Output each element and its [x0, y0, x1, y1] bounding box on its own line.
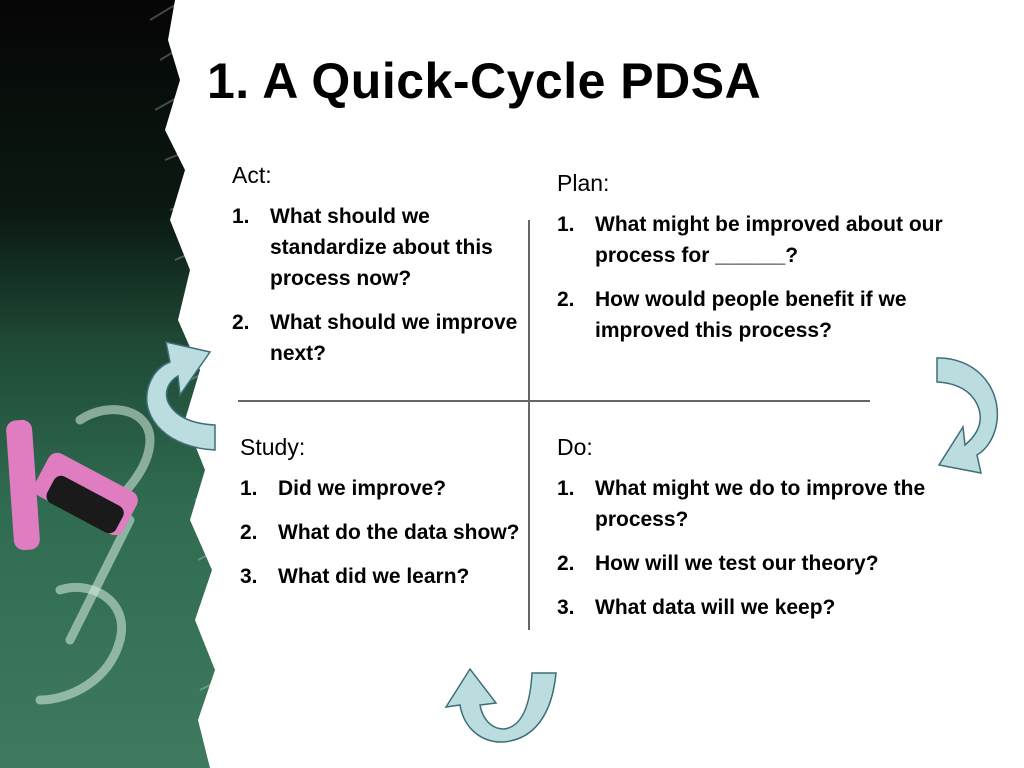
list-text: What might be improved about our process…	[595, 213, 943, 267]
list-number: 1.	[240, 477, 258, 500]
list-item: 3. What did we learn?	[240, 561, 530, 592]
list-text: How will we test our theory?	[595, 552, 879, 575]
list-item: 2. What do the data show?	[240, 517, 530, 548]
act-heading: Act:	[232, 162, 272, 188]
plan-quadrant: Plan: 1. What might be improved about our…	[557, 170, 967, 359]
plan-heading: Plan:	[557, 170, 610, 196]
act-list: 1. What should we standardize about this …	[232, 201, 522, 369]
list-number: 2.	[240, 521, 258, 544]
list-number: 1.	[557, 477, 575, 500]
do-quadrant: Do: 1. What might we do to improve the pr…	[557, 434, 957, 636]
slide-title: 1. A Quick-Cycle PDSA	[207, 53, 762, 109]
list-text: What should we standardize about this pr…	[270, 205, 493, 290]
list-text: What do the data show?	[278, 521, 520, 544]
vertical-divider	[528, 220, 530, 630]
list-number: 3.	[240, 565, 258, 588]
list-number: 2.	[232, 311, 250, 334]
list-text: How would people benefit if we improved …	[595, 288, 907, 342]
study-quadrant: Study: 1. Did we improve? 2. What do the d…	[240, 434, 530, 605]
study-heading: Study:	[240, 434, 306, 460]
study-list: 1. Did we improve? 2. What do the data sho…	[240, 473, 530, 592]
list-number: 2.	[557, 288, 575, 311]
chalkboard-image	[0, 0, 221, 768]
list-number: 3.	[557, 596, 575, 619]
curved-arrow-icon	[145, 341, 216, 451]
list-text: What data will we keep?	[595, 596, 836, 619]
list-text: Did we improve?	[278, 477, 447, 500]
do-list: 1. What might we do to improve the proces…	[557, 473, 957, 623]
list-item: 1. Did we improve?	[240, 473, 530, 504]
list-text: What should we improve next?	[270, 311, 518, 365]
list-text: What did we learn?	[278, 565, 470, 588]
list-item: 2. How will we test our theory?	[557, 548, 957, 579]
list-item: 2. How would people benefit if we improve…	[557, 284, 967, 346]
do-heading: Do:	[557, 434, 593, 460]
list-item: 1. What should we standardize about this …	[232, 201, 522, 294]
plan-list: 1. What might be improved about our proce…	[557, 209, 967, 346]
list-text: What might we do to improve the process?	[595, 477, 926, 531]
list-item: 2. What should we improve next?	[232, 307, 522, 369]
list-item: 3. What data will we keep?	[557, 592, 957, 623]
list-item: 1. What might be improved about our proce…	[557, 209, 967, 271]
curved-arrow-icon	[444, 667, 557, 743]
list-number: 1.	[557, 213, 575, 236]
list-number: 2.	[557, 552, 575, 575]
list-item: 1. What might we do to improve the proces…	[557, 473, 957, 535]
list-number: 1.	[232, 205, 250, 228]
horizontal-divider	[238, 400, 870, 402]
act-quadrant: Act: 1. What should we standardize about …	[232, 162, 522, 382]
